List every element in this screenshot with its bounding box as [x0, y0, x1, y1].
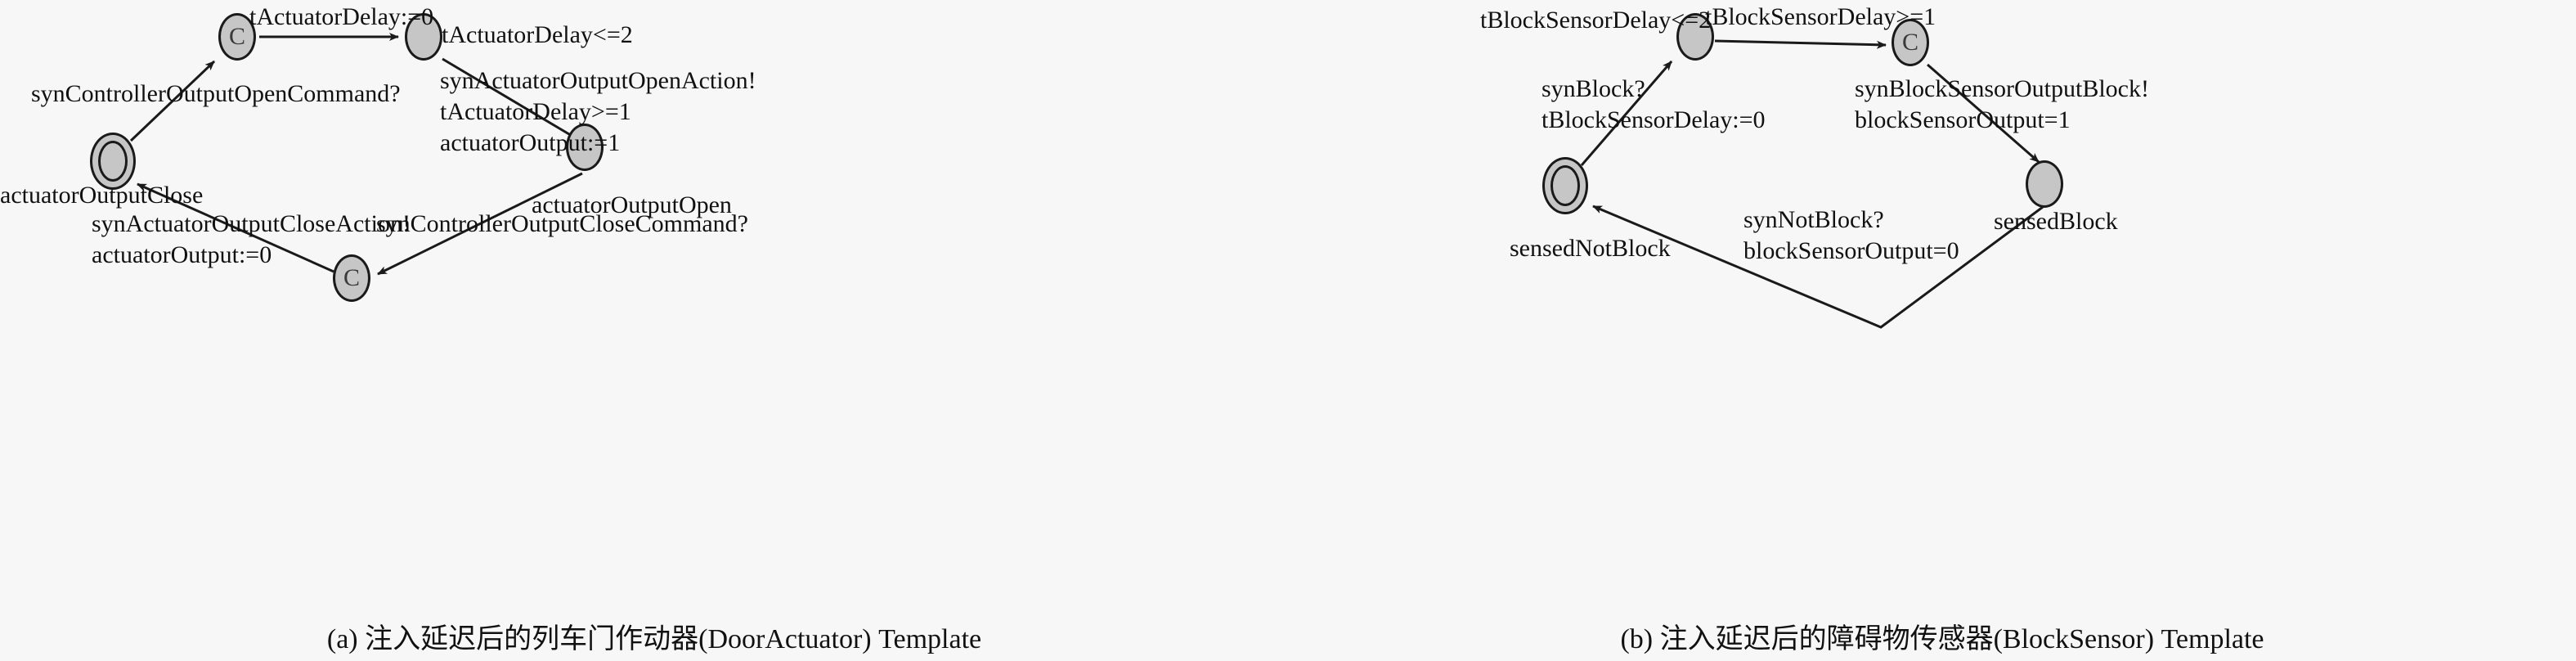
invariant-label-b-tblocksensordelay-le2: tBlockSensorDelay<=2: [1480, 7, 1712, 34]
simple-state-marker: [566, 124, 604, 171]
committed-state-marker: C: [1892, 19, 1929, 66]
edge-label-b-syn-not-block: synNotBlock? blockSensorOutput=0: [1744, 206, 1959, 264]
edge-label-a-close-command: synControllerOutputCloseCommand?: [376, 210, 748, 237]
initial-state-marker: [90, 133, 136, 190]
edge-b-c-to-block: [1927, 63, 2040, 164]
state-node-block-sensor-delay-wait[interactable]: [1676, 13, 1714, 61]
edge-label-b-tblocksensordelay-ge1: tBlockSensorDelay>=1: [1705, 3, 1936, 30]
state-label-sensed-block: sensedBlock: [1994, 208, 2118, 235]
state-label-sensed-not-block: sensedNotBlock: [1510, 235, 1671, 262]
state-node-actuator-output-open[interactable]: [566, 124, 604, 171]
edge-b-initial-to-wait: [1580, 61, 1673, 166]
edge-b-block-to-initial: [1592, 205, 2044, 329]
edge-label-a-tactuatordelay-reset: tActuatorDelay:=0: [249, 3, 434, 30]
panel-door-actuator: C C tActuatorDelay:=0 tActuatorDelay<=2 …: [0, 3, 982, 654]
state-label-actuator-output-open: actuatorOutputOpen: [532, 191, 732, 218]
edge-label-a-open-action: synActuatorOutputOpenAction! tActuatorDe…: [440, 67, 756, 156]
simple-state-marker: [1676, 13, 1714, 61]
committed-c-glyph: C: [343, 264, 360, 291]
committed-c-glyph: C: [228, 23, 245, 50]
edge-label-b-output-block: synBlockSensorOutputBlock! blockSensorOu…: [1855, 75, 2149, 133]
automaton-canvas-b: [1580, 39, 2044, 329]
state-node-sensed-block[interactable]: [2026, 160, 2063, 208]
caption-panel-b: (b) 注入延迟后的障碍物传感器(BlockSensor) Template: [1620, 624, 2264, 654]
panel-block-sensor: C tBlockSensorDelay<=2 tBlockSensorDelay…: [1308, 0, 2576, 661]
state-label-actuator-output-close: actuatorOutputClose: [0, 182, 204, 209]
state-node-actuator-output-close[interactable]: [90, 133, 136, 190]
committed-c-glyph: C: [1901, 29, 1919, 56]
initial-inner-ring: [98, 141, 128, 182]
edge-a-initial-to-ctop: [129, 60, 216, 142]
edge-label-a-open-command: synControllerOutputOpenCommand?: [31, 80, 401, 107]
edge-label-b-syn-block: synBlock? tBlockSensorDelay:=0: [1542, 75, 1766, 133]
simple-state-marker: [405, 13, 442, 61]
edge-a-wait-to-open: [442, 57, 578, 141]
initial-state-marker: [1542, 157, 1588, 214]
state-node-sensed-not-block[interactable]: [1542, 157, 1588, 214]
initial-inner-ring: [1551, 165, 1580, 206]
edge-a-open-to-cbottom: [377, 172, 583, 276]
state-node-committed-block[interactable]: C: [1892, 19, 1929, 66]
state-node-actuator-delay-wait[interactable]: [405, 13, 442, 61]
committed-state-marker: C: [333, 254, 370, 302]
edge-b-wait-to-c: [1714, 39, 1887, 49]
invariant-label-a-tactuatordelay-le2: tActuatorDelay<=2: [442, 21, 633, 48]
edge-label-a-close-action: synActuatorOutputCloseAction! actuatorOu…: [92, 210, 411, 268]
committed-state-marker: C: [218, 13, 256, 61]
caption-panel-a: (a) 注入延迟后的列车门作动器(DoorActuator) Template: [326, 624, 982, 654]
state-node-committed-open[interactable]: C: [218, 13, 256, 61]
automaton-canvas-a: [129, 33, 583, 276]
simple-state-marker: [2026, 160, 2063, 208]
edge-a-cbottom-to-initial: [137, 182, 334, 273]
state-node-committed-close[interactable]: C: [333, 254, 370, 302]
